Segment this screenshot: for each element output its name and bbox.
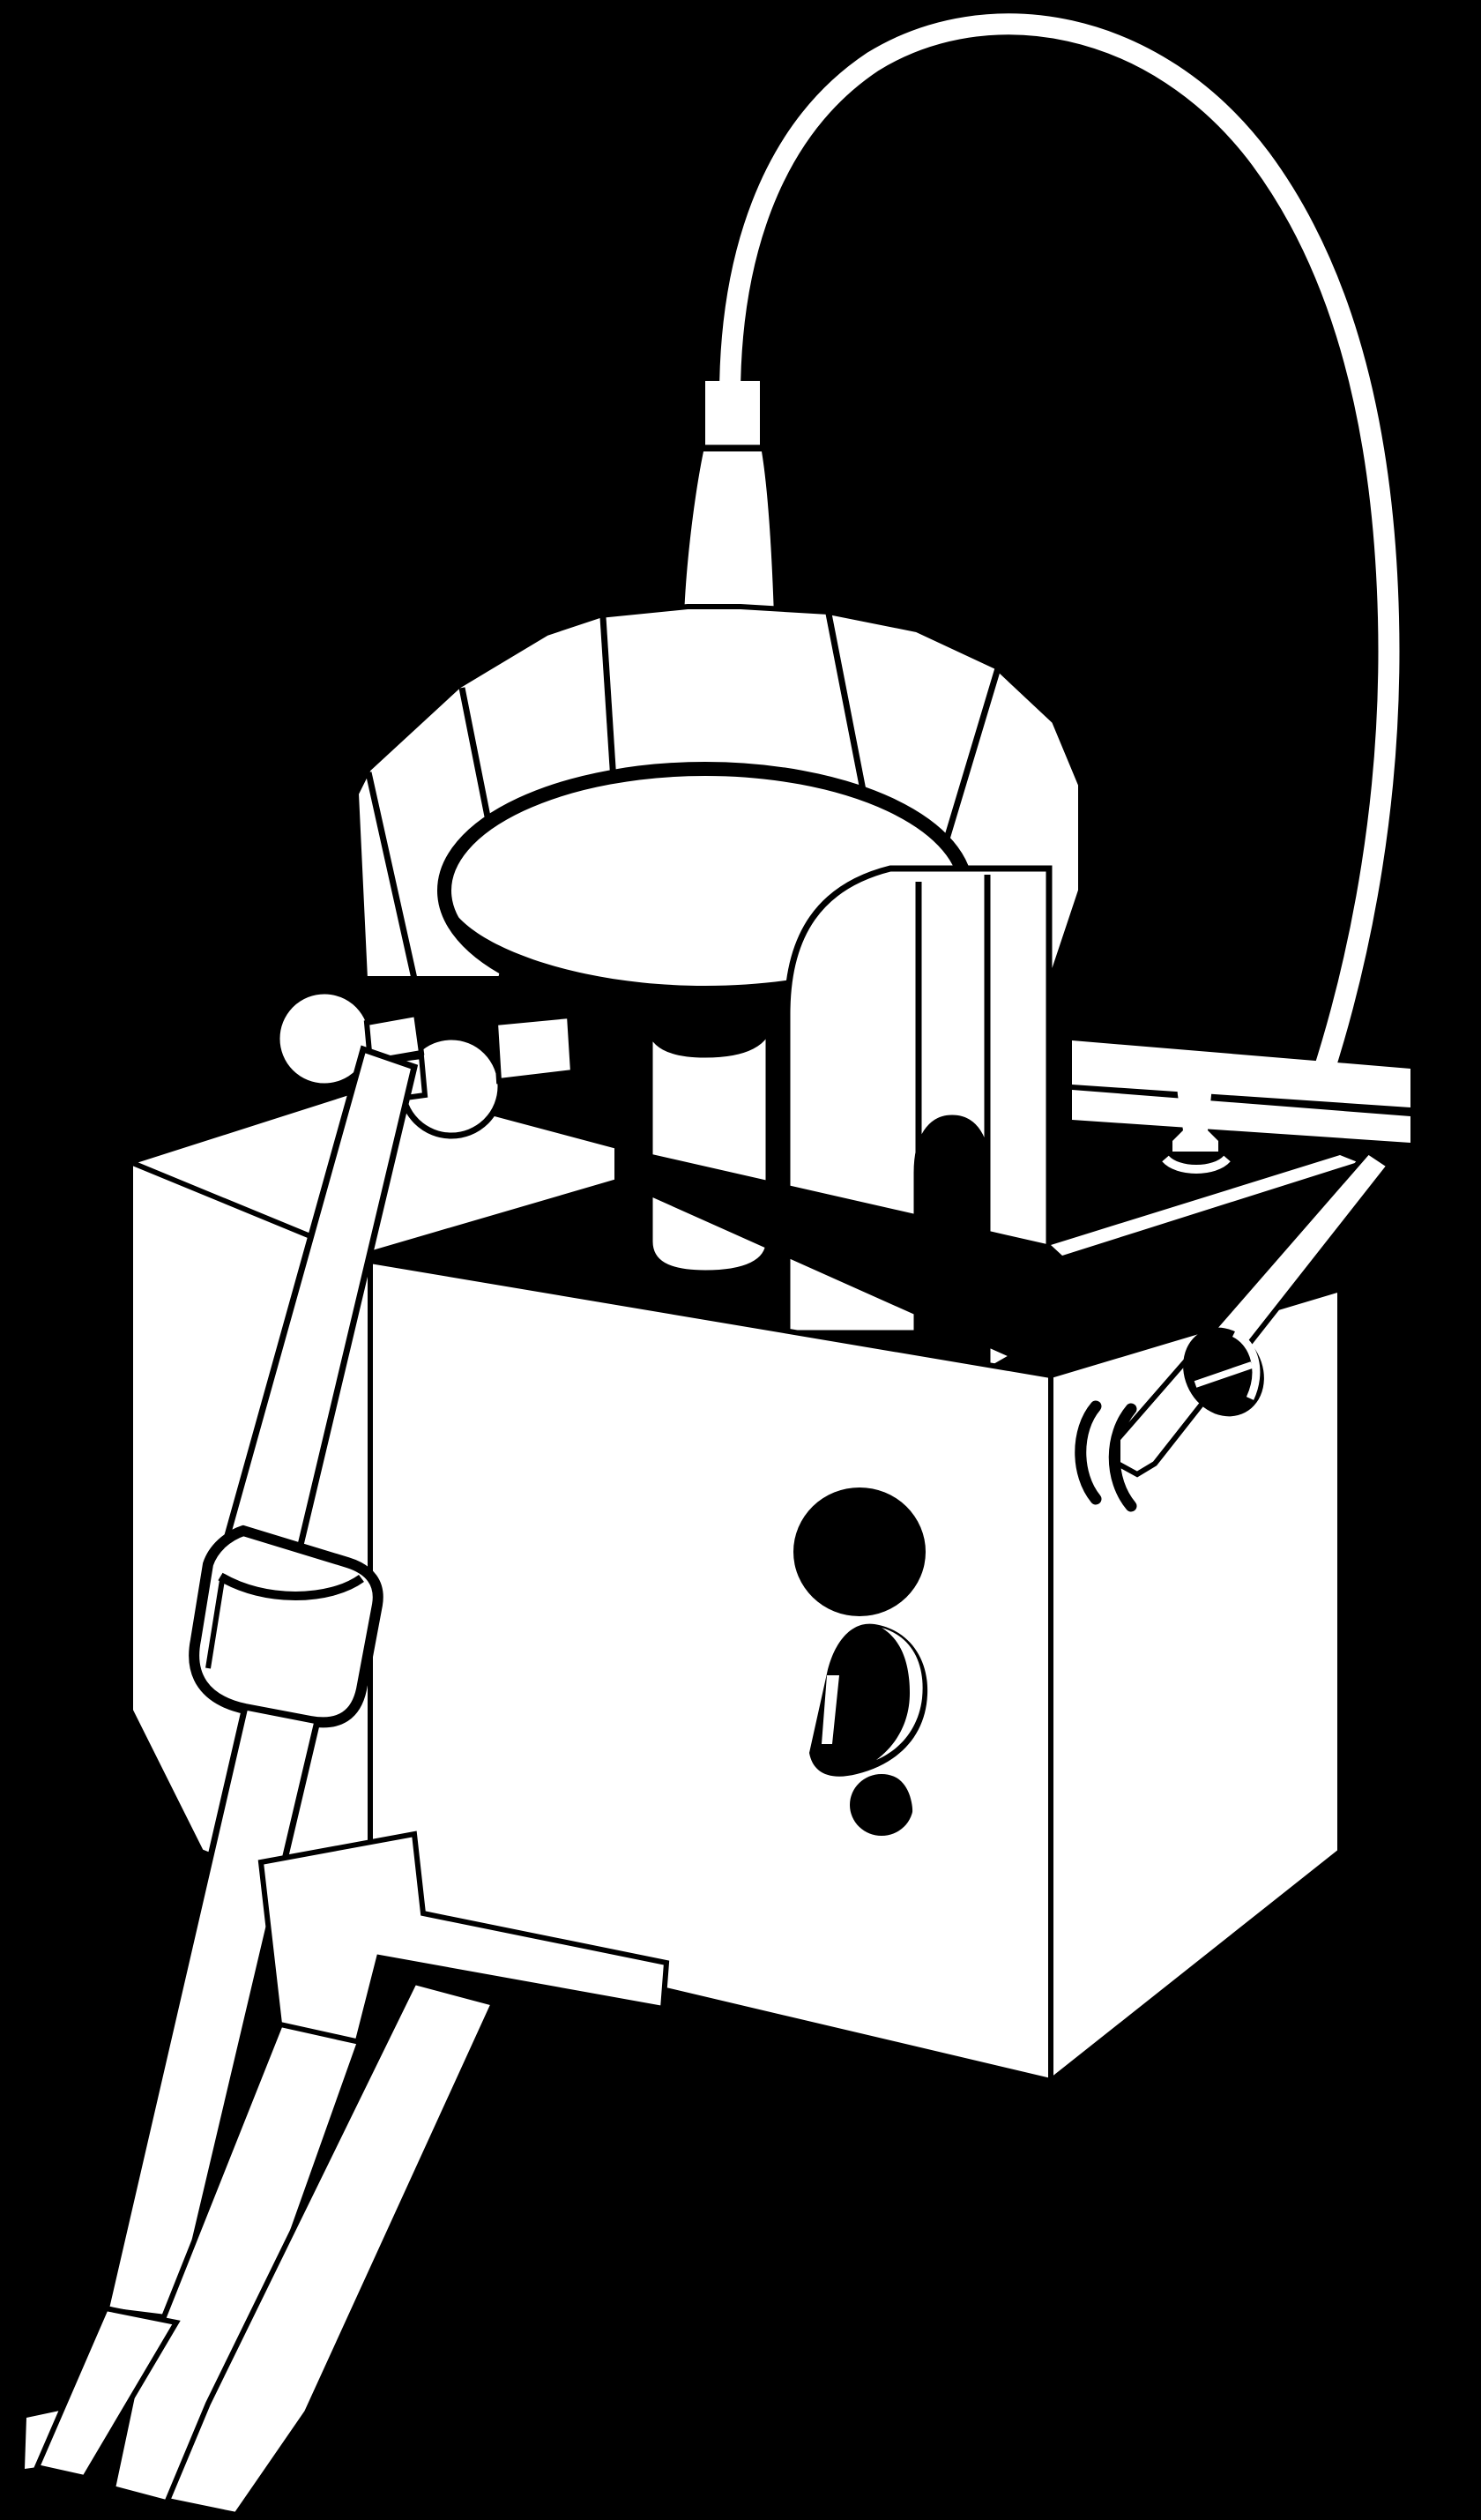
large-dial[interactable] <box>793 1487 937 1628</box>
cabinet-top-shadow <box>617 1146 1340 1376</box>
vent-arc-outer <box>1075 1400 1102 1505</box>
small-knob[interactable] <box>850 1774 919 1838</box>
large-dial-highlight <box>882 1490 937 1628</box>
side-handle-latch-slot <box>1194 1361 1254 1388</box>
nozzle-collar <box>705 381 760 446</box>
brace-shadow-strut <box>414 1973 1046 2178</box>
vent <box>1075 1400 1137 1512</box>
lever-cup-seam <box>205 1579 225 1669</box>
deck-rail-bar <box>1072 1040 1410 1107</box>
valve <box>1162 1070 1231 1174</box>
deck-rail <box>1072 1040 1410 1143</box>
ball-knobs[interactable] <box>273 988 577 1139</box>
side-handle-bar[interactable] <box>1115 1148 1394 1478</box>
deck-top-right <box>1051 1155 1358 1256</box>
knobs <box>793 1487 937 1838</box>
body <box>128 1079 1358 2087</box>
pointer-knob[interactable] <box>809 1623 928 1777</box>
center-post-collar <box>644 1013 775 1044</box>
side-handle[interactable] <box>1115 1148 1394 1478</box>
small-knob-highlight <box>893 1776 919 1838</box>
nozzle <box>684 381 774 641</box>
ball-knob-mount <box>492 1012 577 1085</box>
hose <box>719 13 1400 1086</box>
small-knob-cap[interactable] <box>850 1774 913 1836</box>
lever-foot <box>33 2305 181 2481</box>
stand-leg-front <box>163 1979 498 2518</box>
deck-rail-bar-lower <box>1072 1090 1410 1143</box>
pointer-knob-highlight <box>876 1628 923 1760</box>
vent-arc-inner <box>1108 1403 1137 1512</box>
nozzle-body <box>684 451 774 641</box>
valve-base-ring <box>1162 1155 1231 1174</box>
valve-body <box>1172 1070 1218 1152</box>
pointer-knob-indicator <box>822 1675 839 1744</box>
lever-foot-pad <box>33 2305 181 2481</box>
hose-tube <box>719 13 1400 1086</box>
side-handle-latch-highlight <box>1232 1329 1261 1400</box>
large-dial-cap[interactable] <box>793 1487 926 1616</box>
lever-cup-rim <box>218 1572 364 1600</box>
lever-cup <box>189 1525 383 1728</box>
